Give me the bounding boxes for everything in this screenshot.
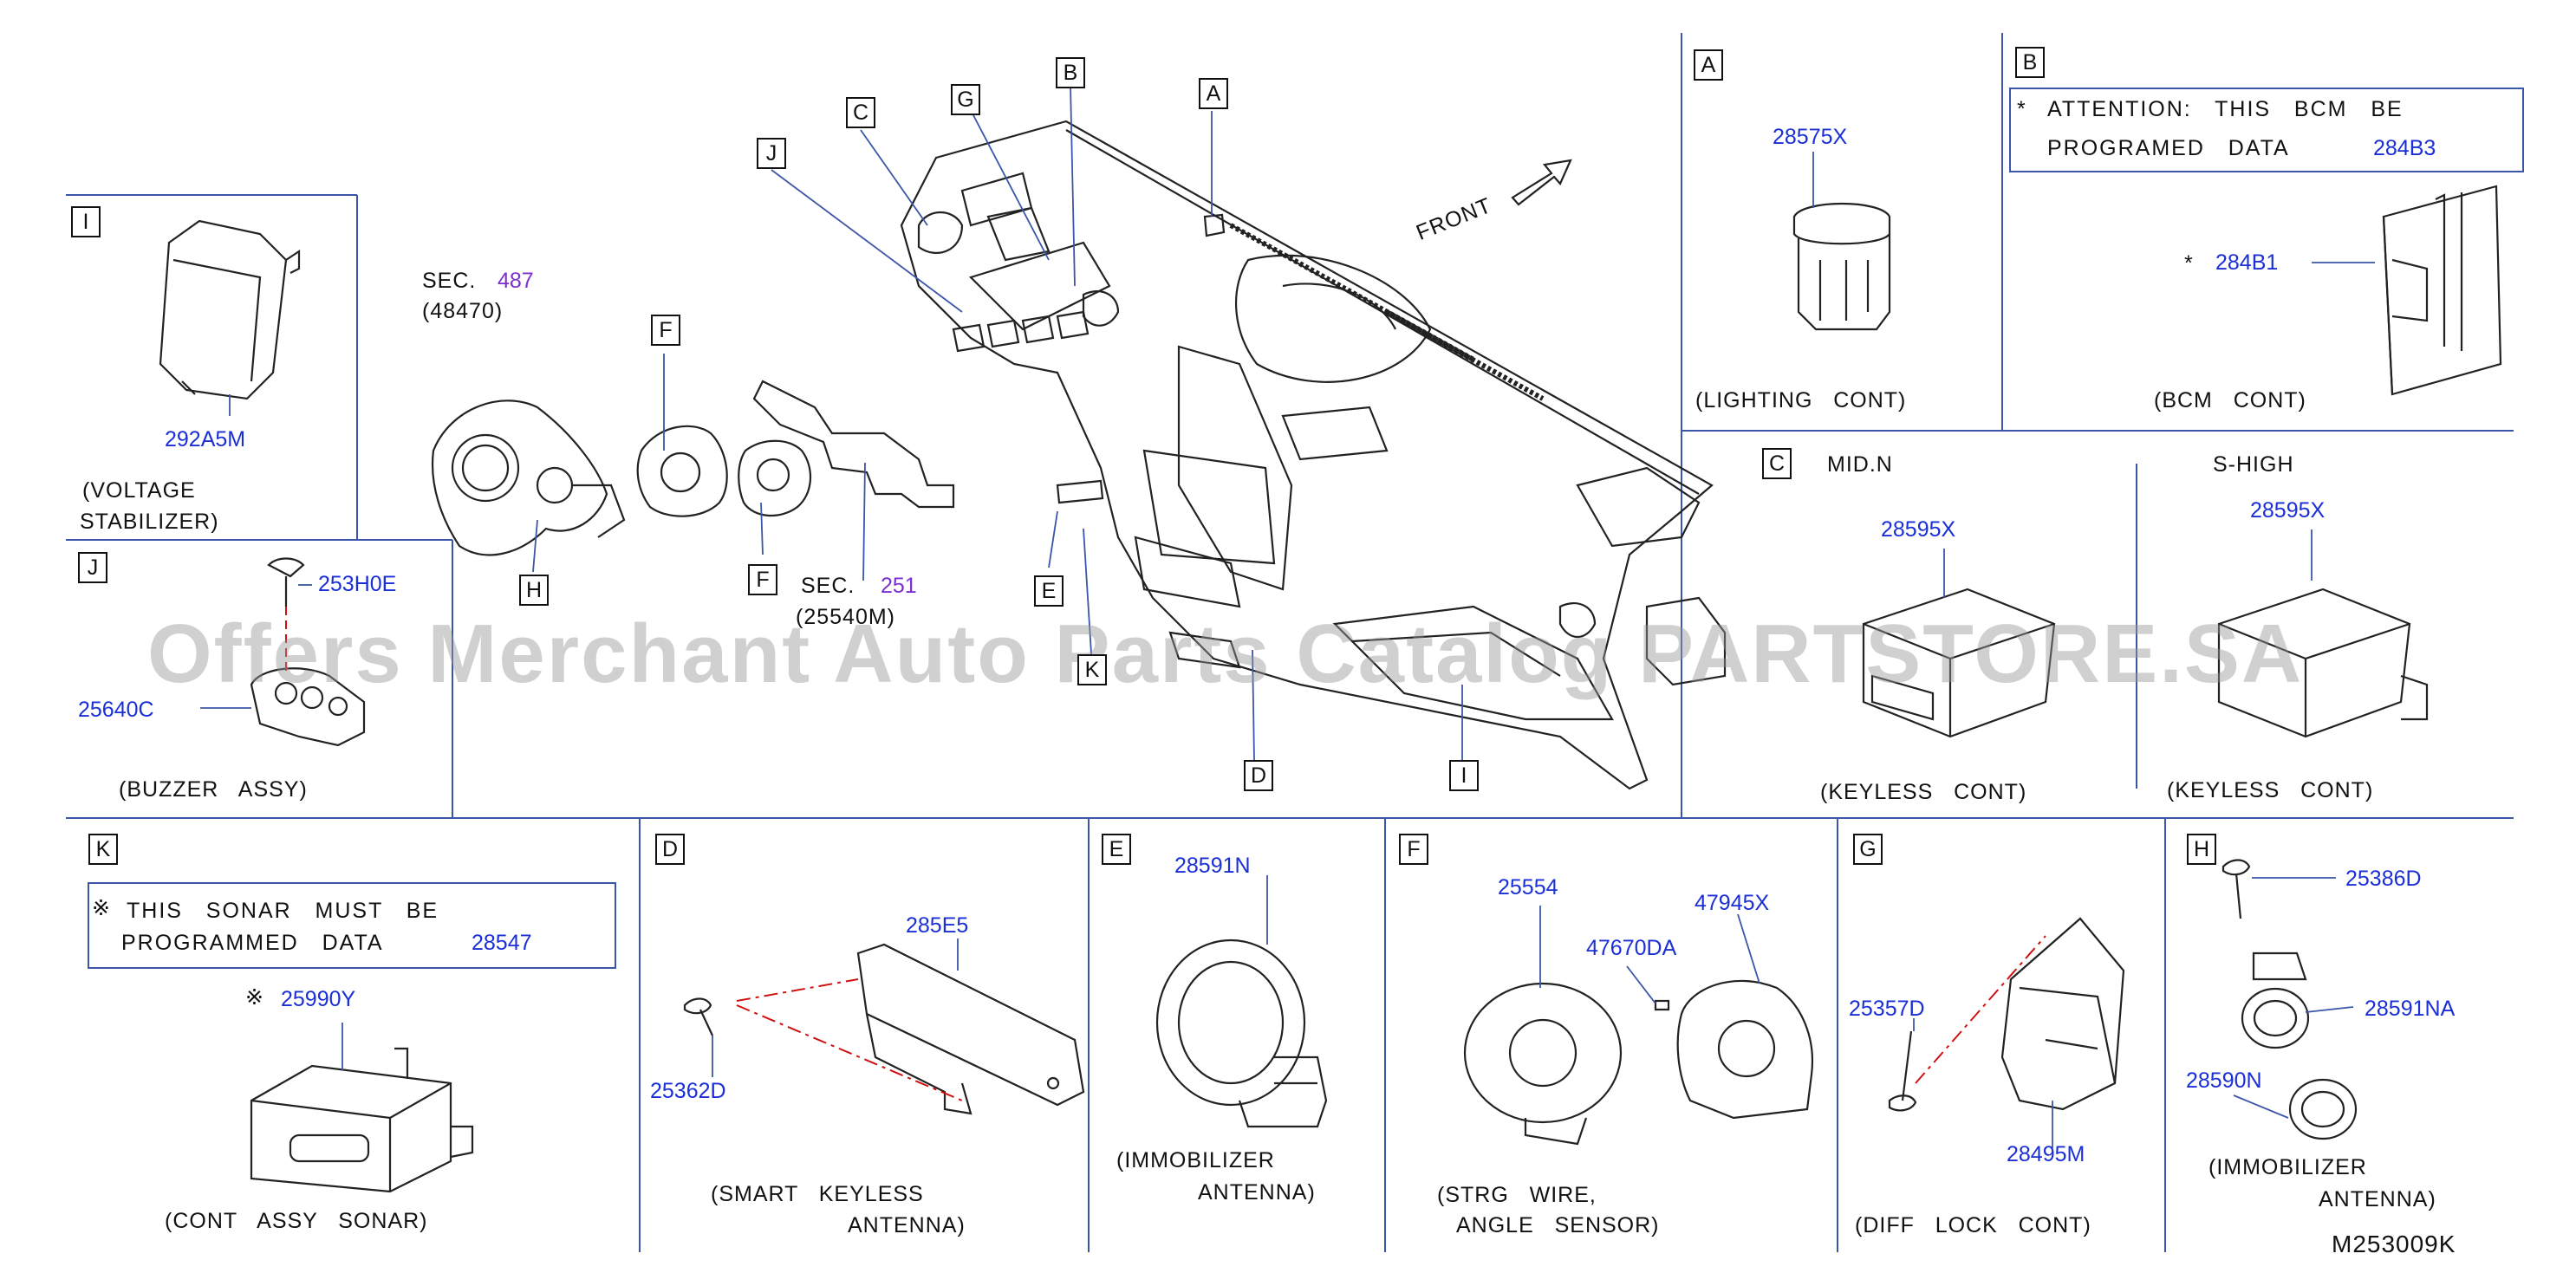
panel-f-letter: F [1399, 834, 1428, 865]
part-28590N[interactable]: 28590N [2186, 1068, 2262, 1093]
panel-d-caption: (SMART KEYLESS [711, 1182, 924, 1206]
panel-j-caption: (BUZZER ASSY) [119, 777, 308, 802]
callout-d: D [1244, 760, 1273, 791]
panel-e-caption: (IMMOBILIZER [1116, 1148, 1275, 1172]
panel-i-caption: (VOLTAGE [82, 478, 196, 503]
part-284B3[interactable]: 284B3 [2373, 136, 2436, 160]
panel-c-caption-left: (KEYLESS CONT) [1820, 780, 2027, 804]
panel-b-caption: (BCM CONT) [2154, 388, 2306, 412]
panel-a-letter: A [1694, 49, 1723, 81]
part-25386D[interactable]: 25386D [2345, 867, 2422, 891]
part-28575X[interactable]: 28575X [1773, 125, 1848, 149]
panel-g-caption: (DIFF LOCK CONT) [1855, 1213, 2091, 1237]
panel-f-caption-2: ANGLE SENSOR) [1456, 1213, 1660, 1237]
sec-251-prefix: SEC. [801, 574, 855, 598]
callout-b: B [1056, 57, 1085, 88]
sec-251-sub: (25540M) [796, 605, 895, 629]
sec-487-prefix: SEC. [422, 269, 477, 293]
part-284B1[interactable]: 284B1 [2215, 250, 2279, 275]
part-25990Y[interactable]: 25990Y [281, 987, 356, 1011]
panel-c-right-title: S-HIGH [2213, 452, 2294, 477]
drawing-code: M253009K [2332, 1231, 2456, 1257]
panel-b-note-line1: ATTENTION: THIS BCM BE [2047, 97, 2404, 121]
part-28495M[interactable]: 28495M [2007, 1142, 2085, 1166]
panel-c-left-title: MID.N [1827, 452, 1893, 477]
panel-b-note-box [2009, 88, 2524, 172]
panel-i-caption-2: STABILIZER) [80, 510, 219, 534]
part-25357D[interactable]: 25357D [1849, 997, 1925, 1021]
part-47945X[interactable]: 47945X [1695, 891, 1770, 915]
panel-a-caption: (LIGHTING CONT) [1695, 388, 1907, 412]
panel-k-letter: K [88, 834, 118, 865]
panel-f-caption: (STRG WIRE, [1437, 1183, 1597, 1207]
panel-h-letter: H [2187, 834, 2216, 865]
panel-k-note-mark: ※ [92, 896, 112, 920]
panel-k-note-line2: PROGRAMMED DATA [121, 931, 384, 955]
callout-f-bottom: F [748, 564, 777, 595]
panel-h-caption: (IMMOBILIZER [2208, 1155, 2367, 1179]
callout-j: J [757, 138, 786, 169]
part-28591NA[interactable]: 28591NA [2365, 997, 2456, 1021]
panel-e-caption-2: ANTENNA) [1198, 1180, 1316, 1205]
callout-i: I [1449, 760, 1479, 791]
callout-c: C [846, 97, 875, 128]
part-25362D[interactable]: 25362D [650, 1079, 726, 1103]
sec-251-number[interactable]: 251 [881, 574, 917, 598]
watermark: Offers Merchant Auto Parts Catalog PARTS… [147, 607, 2304, 700]
part-25554[interactable]: 25554 [1498, 875, 1558, 900]
callout-h: H [519, 575, 549, 606]
panel-d-letter: D [655, 834, 685, 865]
part-285E5[interactable]: 285E5 [906, 913, 969, 938]
panel-b-part-star: * [2184, 251, 2194, 276]
panel-k-note-box [88, 882, 616, 969]
panel-b-note-star: * [2017, 97, 2027, 121]
panel-e-letter: E [1102, 834, 1131, 865]
part-28591N[interactable]: 28591N [1174, 854, 1251, 878]
panel-g-letter: G [1853, 834, 1883, 865]
callout-a: A [1199, 78, 1228, 109]
callout-k: K [1077, 654, 1107, 685]
panel-d-caption-2: ANTENNA) [848, 1213, 966, 1237]
panel-j-letter: J [78, 552, 107, 583]
panel-b-note-line2: PROGRAMED DATA [2047, 136, 2290, 160]
panel-c-letter: C [1762, 448, 1792, 479]
panel-c-caption-right: (KEYLESS CONT) [2167, 778, 2374, 802]
panel-h-caption-2: ANTENNA) [2319, 1187, 2436, 1211]
part-28595X-high[interactable]: 28595X [2250, 498, 2326, 523]
sec-487-sub: (48470) [422, 299, 504, 323]
sec-487-number[interactable]: 487 [498, 269, 534, 293]
panel-b-letter: B [2015, 47, 2045, 78]
part-25640C[interactable]: 25640C [78, 698, 154, 722]
panel-k-caption: (CONT ASSY SONAR) [165, 1209, 428, 1233]
part-292A5M[interactable]: 292A5M [165, 427, 246, 451]
panel-k-part-mark: ※ [245, 985, 264, 1010]
callout-e: E [1034, 575, 1064, 607]
part-253H0E[interactable]: 253H0E [318, 572, 397, 596]
callout-g: G [951, 84, 980, 115]
callout-f-top: F [651, 315, 680, 346]
part-28595X-mid[interactable]: 28595X [1881, 517, 1956, 542]
panel-k-note-line1: THIS SONAR MUST BE [127, 899, 439, 923]
part-47670DA[interactable]: 47670DA [1586, 936, 1677, 960]
part-28547[interactable]: 28547 [472, 931, 532, 955]
panel-i-letter: I [71, 206, 101, 237]
